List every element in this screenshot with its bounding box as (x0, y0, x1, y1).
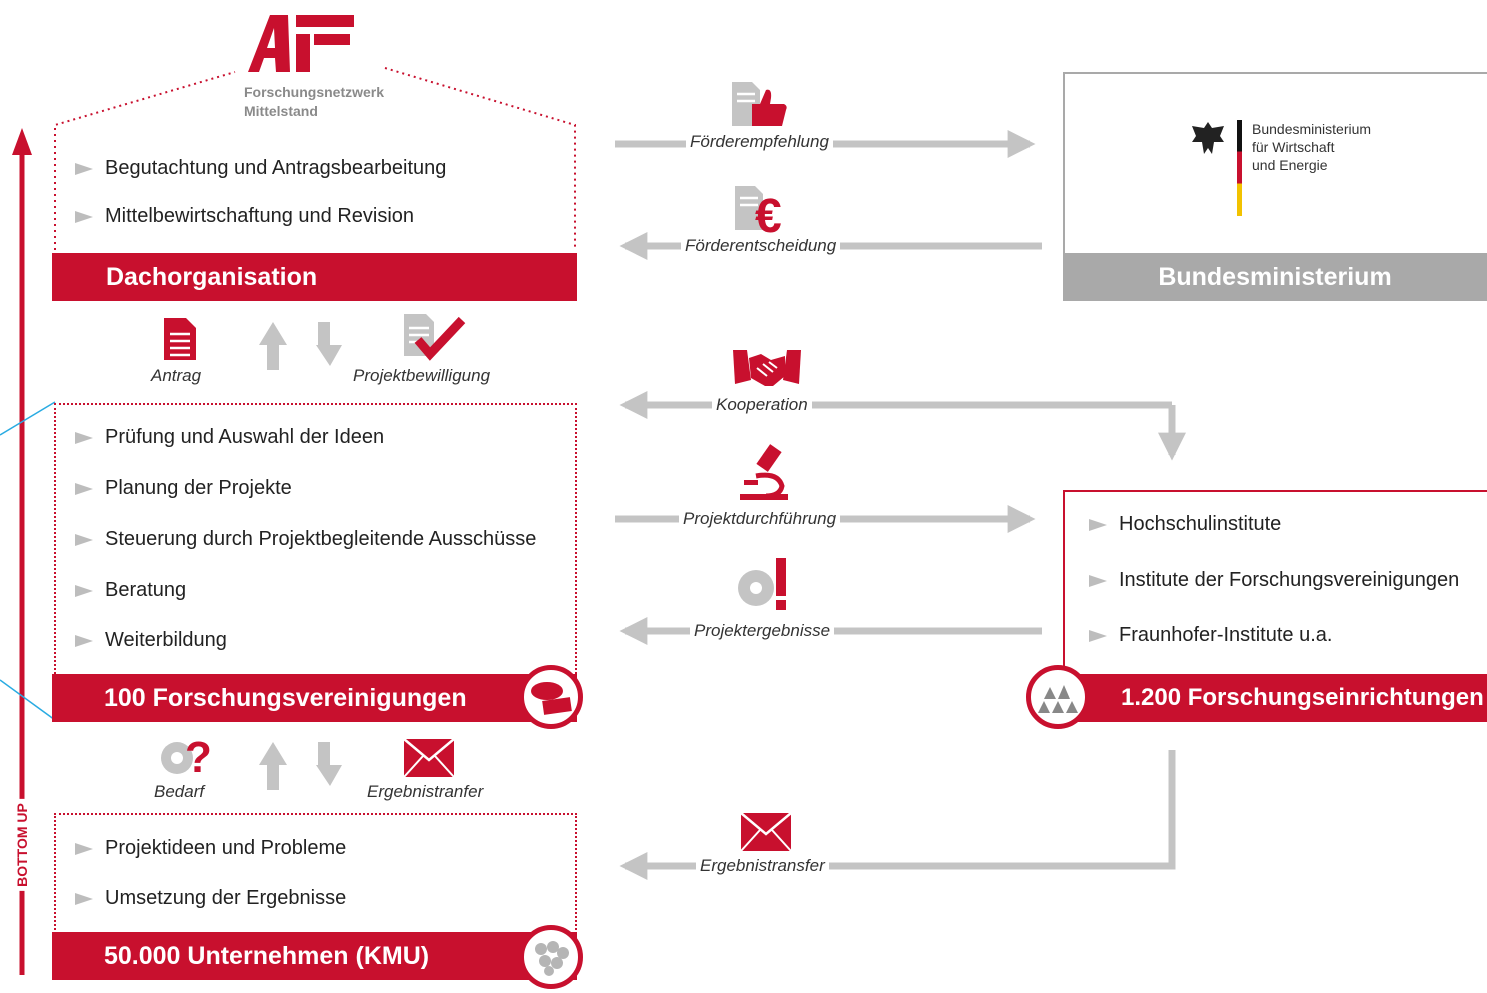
document-thumbs-up-icon (728, 80, 790, 135)
list-item-label: Planung der Projekte (105, 477, 292, 499)
logo-tagline-line1: Forschungsnetzwerk (244, 84, 385, 100)
ergebnistransfer-label: Ergebnistransfer (696, 856, 829, 876)
forschungseinrichtungen-title: 1.200 Forschungseinrichtungen (1121, 684, 1484, 711)
foerderentscheidung-label: Förderentscheidung (681, 236, 841, 256)
bullet-triangle-icon (75, 431, 93, 444)
document-euro-icon: € (733, 184, 793, 243)
german-flag-stripe (1237, 120, 1242, 216)
list-item: Beratung (75, 579, 186, 602)
svg-text:€: € (755, 190, 782, 234)
forschungseinrichtungen-bar: 1.200 Forschungseinrichtungen (1063, 674, 1487, 722)
bullet-triangle-icon (75, 584, 93, 597)
list-item: Begutachtung und Antragsbearbeitung (75, 157, 446, 180)
list-item-label: Institute der Forschungsvereinigungen (1119, 569, 1460, 591)
association-circle-icon (519, 665, 583, 729)
bullet-triangle-icon (75, 533, 93, 546)
antrag-label: Antrag (147, 366, 206, 386)
aif-logo-mark (248, 15, 354, 72)
annotation-lines (0, 401, 56, 721)
envelope-icon (403, 738, 455, 783)
bundesministerium-box (1063, 72, 1487, 256)
bmwi-line3: und Energie (1252, 157, 1328, 173)
bullet-triangle-icon (1089, 574, 1107, 587)
handshake-icon (731, 346, 803, 397)
list-item: Fraunhofer-Institute u.a. (1089, 624, 1332, 647)
bmwi-logo-text: Bundesministerium für Wirtschaft und Ene… (1252, 120, 1371, 174)
microscope-icon (736, 442, 796, 507)
envelope-icon (740, 812, 792, 857)
forschungsvereinigungen-box (54, 403, 577, 678)
bullet-triangle-icon (75, 482, 93, 495)
forschungseinrichtungen-box (1063, 490, 1487, 680)
list-item-label: Mittelbewirtschaftung und Revision (105, 205, 415, 227)
bmwi-line1: Bundesministerium (1252, 121, 1372, 137)
bullet-triangle-icon (1089, 518, 1107, 531)
bottom-up-text: BOTTOM UP (14, 799, 30, 891)
logo-tagline-line2: Mittelstand (244, 103, 318, 119)
bullet-triangle-icon (75, 634, 93, 647)
projektdurchfuehrung-label: Projektdurchführung (679, 509, 841, 529)
dachorganisation-bar: Dachorganisation (52, 253, 577, 301)
bundesministerium-bar: Bundesministerium (1063, 253, 1487, 301)
vertical-flow-arrows (259, 322, 342, 790)
list-item-label: Weiterbildung (105, 629, 227, 651)
list-item-label: Begutachtung und Antragsbearbeitung (105, 157, 447, 179)
companies-circle-icon (519, 925, 583, 989)
gear-question-icon: ? (155, 730, 212, 785)
bullet-triangle-icon (75, 162, 93, 175)
list-item-label: Projektideen und Probleme (105, 837, 347, 859)
list-item: Weiterbildung (75, 629, 227, 652)
list-item: Prüfung und Auswahl der Ideen (75, 426, 384, 449)
forschungsvereinigungen-bar: 100 Forschungsvereinigungen (52, 674, 577, 722)
bmwi-line2: für Wirtschaft (1252, 139, 1335, 155)
list-item-label: Fraunhofer-Institute u.a. (1119, 624, 1333, 646)
list-item-label: Prüfung und Auswahl der Ideen (105, 426, 385, 448)
institutes-circle-icon (1026, 665, 1090, 729)
bullet-triangle-icon (1089, 629, 1107, 642)
bedarf-label: Bedarf (150, 782, 209, 802)
bullet-triangle-icon (75, 842, 93, 855)
logo-tagline: Forschungsnetzwerk Mittelstand (244, 83, 384, 121)
document-icon (162, 316, 198, 367)
projektergebnisse-label: Projektergebnisse (690, 621, 835, 641)
list-item: Planung der Projekte (75, 477, 292, 500)
list-item-label: Umsetzung der Ergebnisse (105, 887, 347, 909)
ergebnistranfer-label: Ergebnistranfer (363, 782, 488, 802)
list-item: Institute der Forschungsvereinigungen (1089, 569, 1459, 592)
bundesministerium-title: Bundesministerium (1158, 262, 1392, 291)
list-item-label: Beratung (105, 579, 187, 601)
approval-document-icon (400, 312, 470, 367)
aif-logo (240, 10, 360, 80)
bottom-up-label: BOTTOM UP (0, 795, 44, 895)
unternehmen-title: 50.000 Unternehmen (KMU) (104, 941, 430, 970)
list-item: Hochschulinstitute (1089, 513, 1281, 536)
eagle-icon (1190, 120, 1226, 161)
svg-text:?: ? (185, 733, 211, 780)
list-item: Projektideen und Probleme (75, 837, 346, 860)
projektbewilligung-label: Projektbewilligung (349, 366, 495, 386)
forschungsvereinigungen-title: 100 Forschungsvereinigungen (104, 683, 467, 712)
bullet-triangle-icon (75, 892, 93, 905)
dachorganisation-title: Dachorganisation (106, 262, 318, 291)
unternehmen-bar: 50.000 Unternehmen (KMU) (52, 932, 577, 980)
gear-exclamation-icon (732, 556, 792, 617)
list-item-label: Hochschulinstitute (1119, 513, 1282, 535)
unternehmen-box (54, 813, 577, 938)
bullet-triangle-icon (75, 210, 93, 223)
list-item: Umsetzung der Ergebnisse (75, 887, 346, 910)
list-item-label: Steuerung durch Projektbegleitende Aussc… (105, 528, 537, 550)
kooperation-label: Kooperation (712, 395, 812, 415)
foerderempfehlung-label: Förderempfehlung (686, 132, 833, 152)
list-item: Steuerung durch Projektbegleitende Aussc… (75, 528, 536, 551)
roof-outline (54, 67, 576, 250)
list-item: Mittelbewirtschaftung und Revision (75, 205, 414, 228)
